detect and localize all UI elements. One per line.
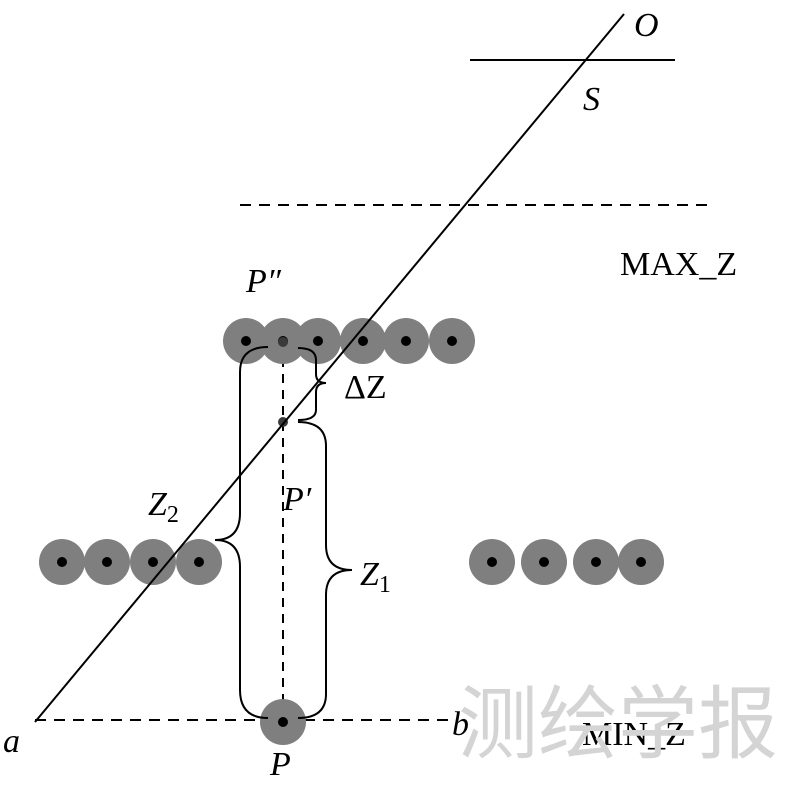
point-marker xyxy=(429,318,475,364)
brace-delta-z xyxy=(297,347,327,421)
point-marker xyxy=(295,318,341,364)
label-p-prime: P′ xyxy=(282,481,312,518)
point-marker xyxy=(223,318,269,364)
point-marker xyxy=(340,318,386,364)
label-o: O xyxy=(634,7,659,44)
label-max-z: MAX_Z xyxy=(620,246,737,283)
point-marker xyxy=(84,539,130,585)
label-z2-main: Z xyxy=(148,486,168,523)
label-z2: Z2 xyxy=(148,486,179,528)
point-marker xyxy=(618,539,664,585)
point-marker xyxy=(130,539,176,585)
laser-ray-line xyxy=(34,13,625,723)
label-s: S xyxy=(583,81,600,118)
point-marker xyxy=(383,318,429,364)
label-b: b xyxy=(452,706,469,743)
ground-point-p xyxy=(260,699,306,745)
point-marker xyxy=(573,539,619,585)
middle-left-point-row xyxy=(39,539,222,585)
label-z1-sub: 1 xyxy=(379,572,391,598)
label-p: P xyxy=(269,746,291,783)
label-a: a xyxy=(3,723,20,760)
point-marker xyxy=(39,539,85,585)
label-min-z: MIN_Z xyxy=(582,716,686,753)
middle-right-point-row xyxy=(469,539,664,585)
label-z2-sub: 2 xyxy=(167,502,179,528)
label-delta-z: ΔZ xyxy=(344,369,387,406)
point-marker xyxy=(176,539,222,585)
brace-z1 xyxy=(297,421,353,719)
point-marker xyxy=(521,539,567,585)
brace-z2 xyxy=(214,346,269,719)
point-p-double-prime xyxy=(278,337,288,347)
top-point-row xyxy=(223,318,475,364)
label-z1-main: Z xyxy=(360,556,380,593)
watermark-text: 测绘学报 xyxy=(458,678,778,771)
label-p-double-prime: P″ xyxy=(245,263,282,300)
label-z1: Z1 xyxy=(360,556,391,598)
point-marker xyxy=(469,539,515,585)
